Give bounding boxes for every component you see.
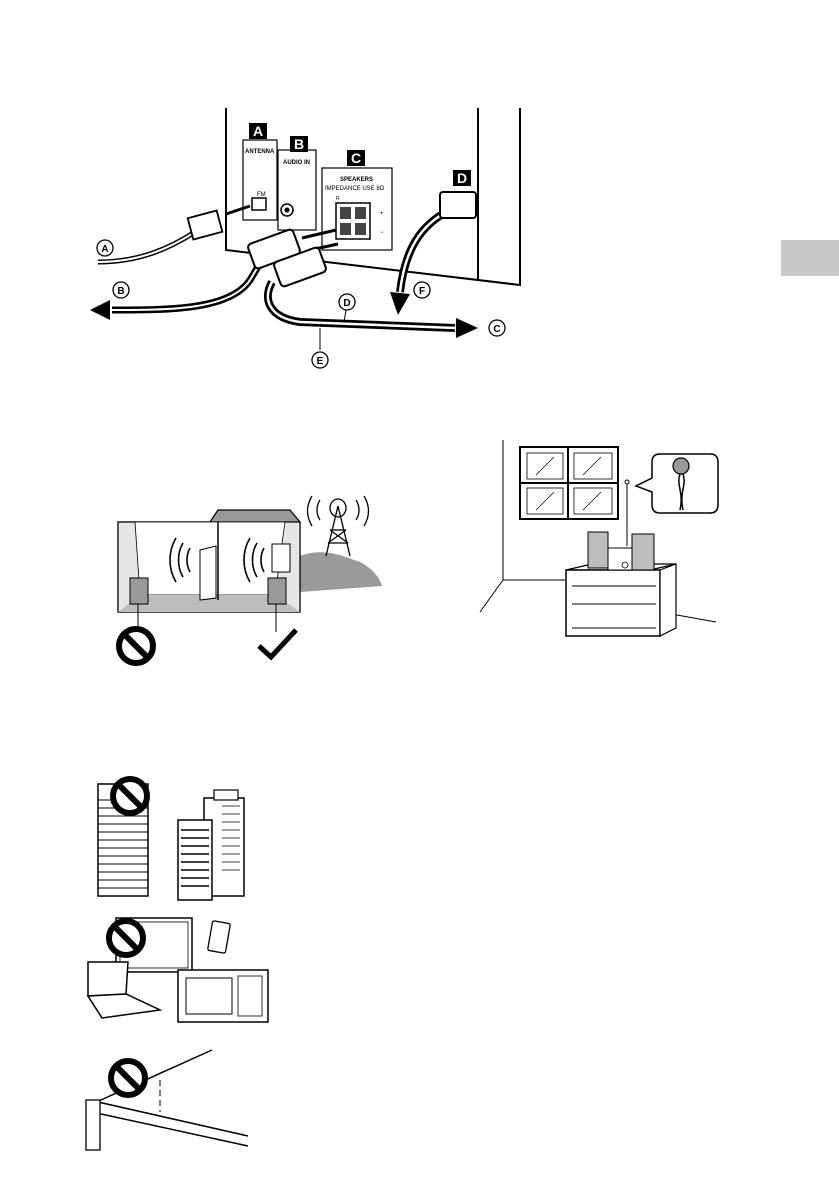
impedance-text: IMPEDANCE USE 8Ω — [325, 186, 385, 192]
label-c: C — [351, 150, 361, 166]
prohibited-icon — [109, 921, 143, 955]
label-c-box — [347, 150, 365, 166]
fm-text: FM — [257, 192, 266, 198]
antenna-tower-icon — [306, 495, 370, 557]
check-icon — [257, 628, 298, 661]
speakers-text: SPEAKERS — [340, 177, 373, 183]
r-text: R — [336, 196, 340, 202]
label-b: B — [294, 136, 304, 152]
prohibited-icon — [111, 1061, 145, 1095]
room-placement-diagram — [118, 495, 382, 663]
callout-d: D — [338, 293, 356, 323]
arrow-icon — [390, 292, 410, 315]
prohibited-icon — [119, 629, 153, 663]
label-b-box — [290, 136, 308, 152]
callout-a: A — [96, 239, 114, 257]
zoom-bubble — [634, 453, 719, 514]
antenna-text: ANTENNA — [245, 149, 275, 155]
callout-f: F — [413, 281, 431, 299]
speaker-plug-left — [273, 246, 327, 288]
antenna-plug — [186, 209, 224, 241]
table — [565, 569, 661, 637]
label-a-box — [249, 123, 267, 139]
minus-text: − — [380, 230, 384, 236]
svg-text:A: A — [101, 244, 108, 255]
svg-text:F: F — [419, 286, 425, 297]
label-a: A — [253, 123, 263, 139]
audio-in-text: AUDIO IN — [283, 160, 310, 166]
svg-text:B: B — [117, 286, 124, 297]
prohibited-icon — [113, 779, 147, 813]
callout-e: E — [311, 328, 329, 369]
side-tab — [781, 240, 839, 276]
label-d: D — [457, 170, 467, 186]
plus-text: + — [380, 211, 384, 217]
audio-in-plate — [277, 149, 317, 231]
tall-buildings-diagram — [97, 779, 245, 901]
speaker-left — [587, 531, 609, 569]
rear-panel-diagram: A B C D ANTENNA FM AUDIO IN SPEAKERS IMP… — [90, 108, 521, 369]
arrow-icon — [90, 300, 110, 320]
fm-jack — [251, 197, 267, 211]
main-unit — [607, 547, 633, 571]
laptop-icon — [87, 961, 129, 997]
speaker-right — [631, 533, 655, 571]
svg-text:E: E — [317, 356, 324, 367]
callout-c: C — [488, 319, 506, 337]
arrow-icon — [456, 318, 478, 338]
svg-text:D: D — [343, 298, 350, 309]
svg-text:C: C — [493, 324, 500, 335]
callout-b: B — [112, 281, 130, 299]
phone-icon — [207, 920, 231, 954]
wire-antenna-diagram — [479, 440, 719, 637]
power-plug — [439, 191, 477, 219]
label-d-box — [453, 170, 471, 186]
metal-rack-diagram — [85, 1049, 249, 1151]
electronics-diagram — [86, 917, 269, 1023]
